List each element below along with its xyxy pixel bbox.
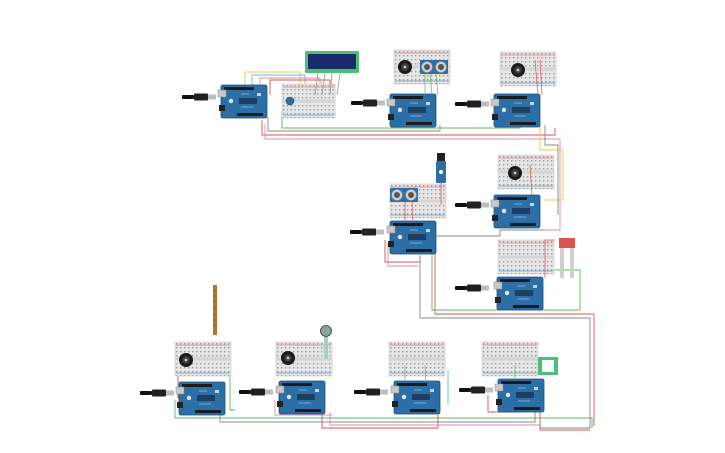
lcd-display-icon[interactable] [305,51,359,73]
buzzer-icon[interactable] [508,166,522,180]
breadboard-icon [388,341,446,377]
pir-sensor-icon[interactable] [538,357,558,375]
module-buzzer-top[interactable] [455,51,557,128]
breadboard-icon [499,51,557,87]
module-pir[interactable] [459,341,558,413]
usb-cable-icon [354,388,388,396]
ultrasonic-sensor-icon[interactable] [389,187,419,203]
usb-cable-icon [455,100,489,108]
usb-cable-icon [455,201,489,209]
usb-cable-icon [455,284,489,292]
module-buzzer-flex[interactable] [140,285,232,416]
arduino-uno-icon[interactable] [390,380,441,415]
module-ultrasonic-tilt[interactable] [350,153,447,255]
force-sensor-icon[interactable] [320,325,332,360]
ultrasonic-sensor-icon[interactable] [419,59,449,75]
arduino-uno-icon[interactable] [175,381,226,416]
breadboard-icon [481,341,539,377]
arduino-uno-icon[interactable] [386,93,437,128]
module-soil-moisture[interactable] [455,238,575,311]
tilt-sensor-icon[interactable] [436,153,446,183]
soil-moisture-sensor-icon[interactable] [559,238,575,278]
arduino-uno-icon[interactable] [386,220,437,255]
usb-cable-icon [182,93,216,101]
arduino-uno-icon[interactable] [494,378,545,413]
arduino-uno-icon[interactable] [490,93,541,128]
module-buzzer-right[interactable] [455,154,555,229]
usb-cable-icon [239,388,273,396]
breadboard-icon [497,239,555,275]
module-buzzer-force[interactable] [239,325,333,415]
usb-cable-icon [140,389,174,397]
buzzer-icon[interactable] [179,353,193,367]
module-ultrasonic-buzzer[interactable] [351,49,451,128]
module-lcd[interactable] [182,51,359,119]
buzzer-icon[interactable] [398,60,412,74]
wire-layer [174,71,595,431]
arduino-uno-icon[interactable] [490,194,541,229]
module-plain[interactable] [354,341,446,415]
buzzer-icon[interactable] [281,351,295,365]
breadboard-icon [497,154,555,190]
arduino-uno-icon[interactable] [275,380,326,415]
potentiometer-icon[interactable] [285,96,295,106]
arduino-uno-icon[interactable] [217,84,268,119]
usb-cable-icon [459,386,493,394]
usb-cable-icon [351,99,385,107]
buzzer-icon[interactable] [511,63,525,77]
arduino-uno-icon[interactable] [493,276,544,311]
usb-cable-icon [350,228,384,236]
flex-sensor-icon[interactable] [213,285,217,335]
